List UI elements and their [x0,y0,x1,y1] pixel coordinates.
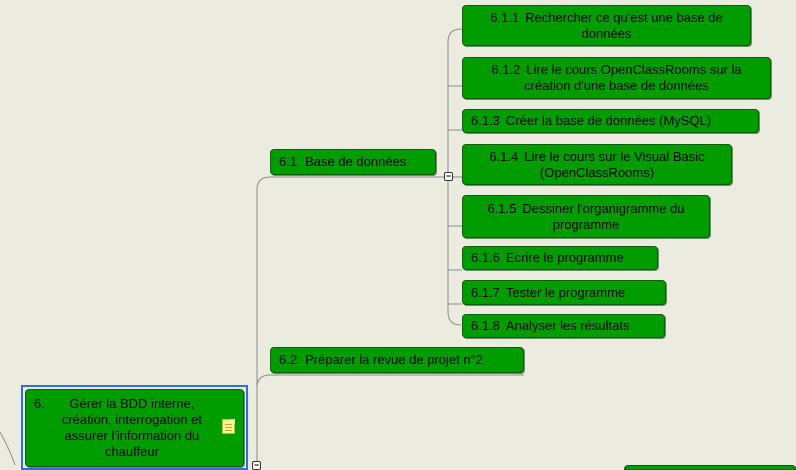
task-node-6-1-3[interactable]: 6.1.3 Créer la base de données (MySQL) [462,109,759,133]
node-label: Tester le programme [505,284,626,300]
node-number: 6.1 [279,154,298,169]
node-number: 6. [34,396,45,411]
note-icon[interactable] [222,419,235,434]
node-label: Créer la base de données (MySQL) [505,113,712,128]
node-number: 6.1.2 [491,62,521,77]
node-label: Lire le cours sur le Visual Basic (OpenC… [524,148,705,180]
collapse-toggle-6-1[interactable]: − [444,171,453,181]
task-node-6-1-6[interactable]: 6.1.6 Ecrire le programme [462,246,658,270]
offscreen-node[interactable] [624,465,796,470]
collapse-toggle-6[interactable]: − [252,460,261,470]
node-label: Ecrire le programme [505,250,624,265]
node-label: Gérer la BDD interne, création, interrog… [61,396,203,459]
task-node-6-1-5[interactable]: 6.1.5 Dessiner l'organigramme du programm… [462,195,710,238]
task-node-6-1-4[interactable]: 6.1.4 Lire le cours sur le Visual Basic (… [462,144,732,185]
branch-node-6-1[interactable]: 6.1 Base de données [270,149,436,175]
task-node-6-1-1[interactable]: 6.1.1 Rechercher ce qu'est une base de do… [462,5,751,46]
node-number: 6.1.4 [489,148,519,164]
node-number: 6.2 [279,352,298,367]
node-label: Base de données [305,154,407,169]
root-node-6[interactable]: 6. Gérer la BDD interne, création, inter… [25,389,244,467]
node-label: Dessiner l'organigramme du programme [522,200,685,232]
node-number: 6.1.1 [490,9,520,25]
node-number: 6.1.8 [471,318,500,333]
node-number: 6.1.6 [471,250,500,265]
node-label: Lire le cours OpenClassRooms sur la créa… [524,62,742,93]
task-node-6-1-8[interactable]: 6.1.8 Analyser les résultats [462,314,665,338]
task-node-6-1-7[interactable]: 6.1.7 Tester le programme [462,280,666,305]
branch-node-6-2[interactable]: 6.2 Préparer la revue de projet n°2 [270,347,524,373]
node-label: Préparer la revue de projet n°2 [305,352,483,367]
selection-frame [21,385,248,470]
node-number: 6.1.5 [487,200,517,216]
node-number: 6.1.7 [471,284,500,300]
node-label: Analyser les résultats [505,318,630,333]
node-number: 6.1.3 [471,113,500,128]
node-label: Rechercher ce qu'est une base de données [525,9,723,41]
